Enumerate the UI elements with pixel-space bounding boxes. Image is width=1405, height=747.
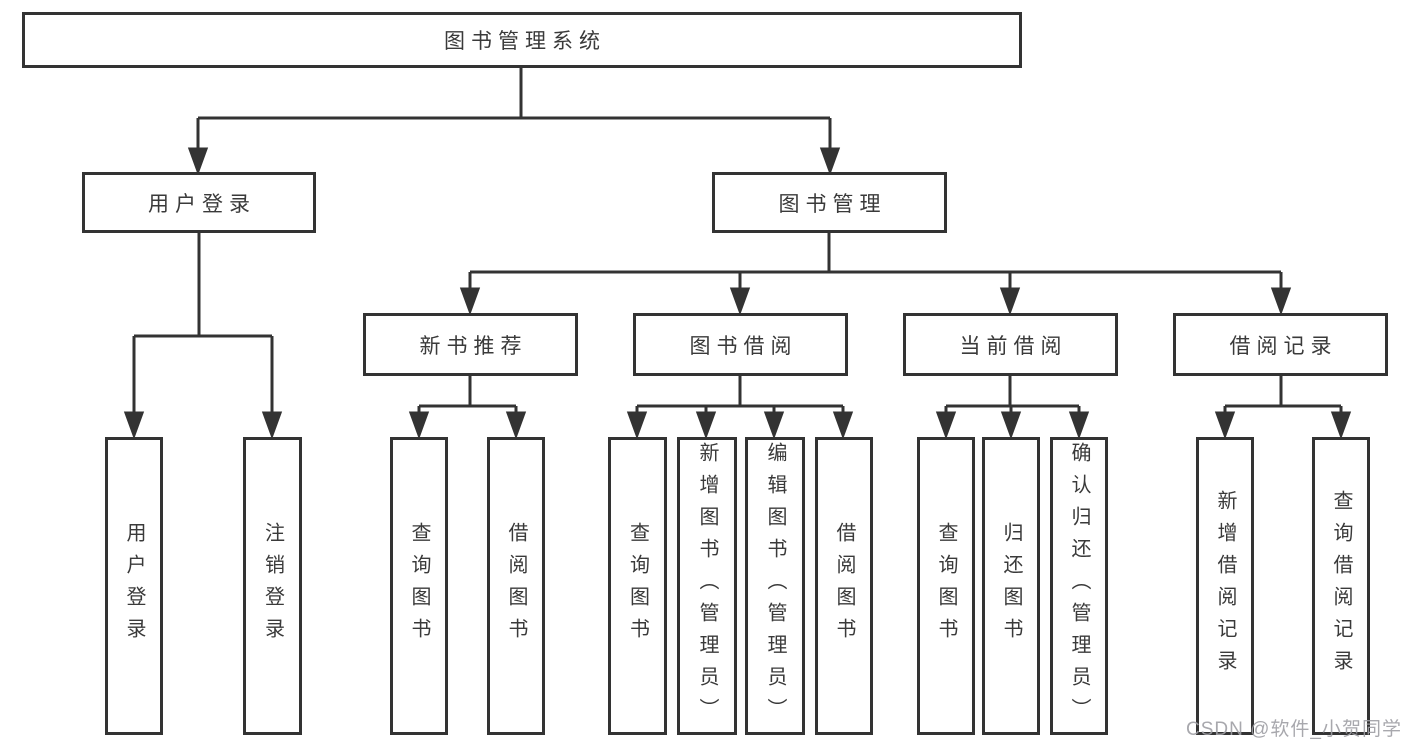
node-borrow-records-label: 借阅记录: [1229, 334, 1338, 358]
node-root-library-system: 图书管理系统: [22, 12, 1022, 68]
node-book-borrow-label: 图书借阅: [689, 334, 798, 358]
node-leaf-records-add-record: 新增借阅记录: [1196, 437, 1254, 735]
node-book-management: 图书管理: [712, 172, 947, 233]
node-leaf-current-return-book: 归还图书: [982, 437, 1040, 735]
node-leaf-user-login-label: 用户登录: [123, 522, 145, 650]
connector-borrow-records-children: [1214, 376, 1352, 440]
node-leaf-borrow-borrow-book: 借阅图书: [815, 437, 873, 735]
node-leaf-records-add-record-label: 新增借阅记录: [1214, 490, 1236, 682]
connector-user-login-children: [123, 233, 283, 440]
node-borrow-records: 借阅记录: [1173, 313, 1388, 376]
node-leaf-current-query-book-label: 查询图书: [935, 522, 957, 650]
connector-root-to-level2: [187, 68, 841, 176]
node-leaf-current-return-book-label: 归还图书: [1000, 522, 1022, 650]
node-leaf-borrow-edit-book-admin: 编辑图书（管理员）: [745, 437, 805, 735]
csdn-watermark: CSDN @软件_小贺同学: [1186, 719, 1402, 740]
connector-new-book-recommend-children: [408, 376, 527, 440]
node-book-borrow: 图书借阅: [633, 313, 848, 376]
node-leaf-borrow-borrow-book-label: 借阅图书: [833, 522, 855, 650]
node-user-login-label: 用户登录: [148, 192, 256, 216]
node-current-borrow: 当前借阅: [903, 313, 1118, 376]
node-leaf-recommend-query-book-label: 查询图书: [408, 522, 430, 650]
node-leaf-user-login: 用户登录: [105, 437, 163, 735]
node-user-login: 用户登录: [82, 172, 316, 233]
connector-book-management-children: [459, 233, 1292, 316]
node-leaf-borrow-query-book: 查询图书: [608, 437, 667, 735]
node-root-label: 图书管理系统: [444, 30, 606, 53]
node-leaf-recommend-borrow-book: 借阅图书: [487, 437, 545, 735]
node-leaf-records-query-record: 查询借阅记录: [1312, 437, 1370, 735]
connector-current-borrow-children: [935, 376, 1090, 440]
node-current-borrow-label: 当前借阅: [959, 334, 1068, 358]
node-leaf-borrow-query-book-label: 查询图书: [626, 522, 649, 650]
node-leaf-borrow-add-book-admin-label: 新增图书（管理员）: [696, 442, 718, 730]
node-book-management-label: 图书管理: [778, 192, 887, 216]
node-leaf-recommend-borrow-book-label: 借阅图书: [505, 522, 527, 650]
node-leaf-records-query-record-label: 查询借阅记录: [1330, 490, 1352, 682]
node-new-book-recommend-label: 新书推荐: [419, 334, 528, 358]
node-leaf-logout-login: 注销登录: [243, 437, 302, 735]
node-leaf-current-confirm-return-admin: 确认归还（管理员）: [1050, 437, 1108, 735]
node-leaf-recommend-query-book: 查询图书: [390, 437, 448, 735]
node-leaf-current-query-book: 查询图书: [917, 437, 975, 735]
node-new-book-recommend: 新书推荐: [363, 313, 578, 376]
node-leaf-borrow-add-book-admin: 新增图书（管理员）: [677, 437, 737, 735]
node-leaf-logout-login-label: 注销登录: [261, 522, 284, 650]
node-leaf-current-confirm-return-admin-label: 确认归还（管理员）: [1068, 442, 1090, 730]
connector-book-borrow-children: [626, 376, 854, 440]
node-leaf-borrow-edit-book-admin-label: 编辑图书（管理员）: [764, 442, 786, 730]
